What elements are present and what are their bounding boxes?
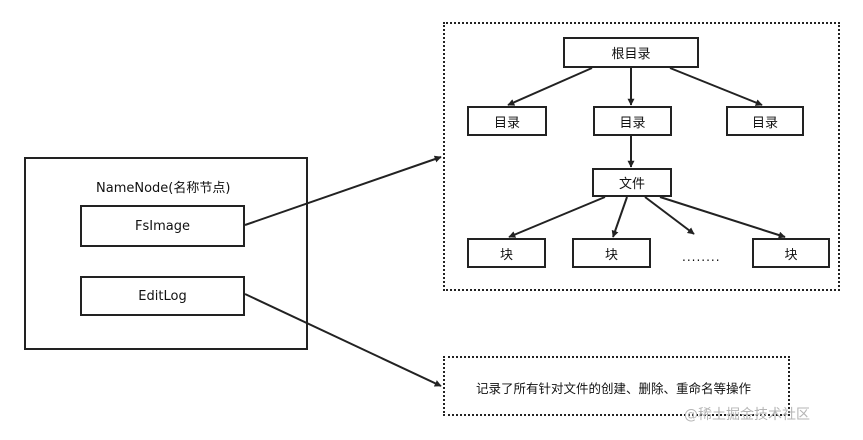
fsimage-box: FsImage [80, 205, 245, 247]
directory-node-left: 目录 [467, 106, 547, 136]
arrow-fsimage-to-tree [244, 155, 442, 226]
block-node-2: 块 [572, 238, 651, 268]
namenode-box [24, 157, 308, 350]
more-blocks-ellipsis: ........ [682, 250, 721, 264]
arrow-root-to-dir-left [507, 67, 593, 106]
root-directory-node: 根目录 [563, 37, 699, 68]
arrow-file-to-block-2 [611, 196, 628, 238]
namenode-title: NameNode(名称节点) [96, 181, 231, 196]
editlog-note-container [443, 356, 790, 416]
watermark: @稀土掘金技术社区 [684, 407, 810, 423]
directory-node-right: 目录 [726, 106, 804, 136]
editlog-box: EditLog [80, 276, 245, 316]
block-node-3: 块 [752, 238, 830, 268]
arrow-file-to-block-1 [508, 196, 606, 238]
arrow-editlog-to-note [244, 293, 442, 387]
directory-node-middle: 目录 [593, 106, 672, 136]
editlog-note-text: 记录了所有针对文件的创建、删除、重命名等操作 [476, 381, 752, 396]
arrow-file-to-block-3 [659, 196, 786, 239]
block-node-1: 块 [467, 238, 546, 268]
arrow-file-to-more-blocks [644, 196, 695, 235]
arrow-root-to-dir-right [669, 67, 763, 106]
file-node: 文件 [592, 168, 672, 197]
